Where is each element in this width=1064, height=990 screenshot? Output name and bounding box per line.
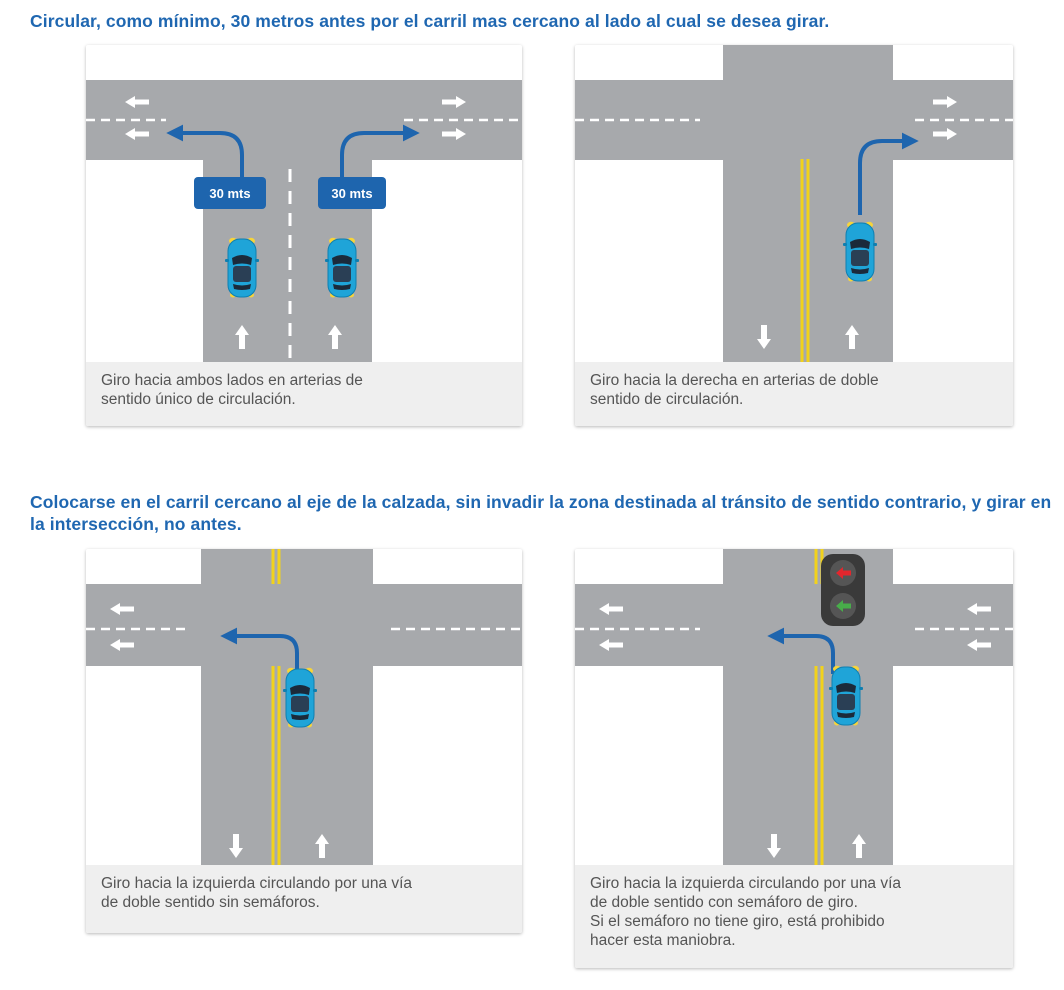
diagram-panel-one-way: 30 mts 30 mts Giro hacia ambos lados en …	[86, 45, 522, 426]
intersection-one-way-diagram: 30 mts 30 mts	[86, 80, 522, 362]
caption: Giro hacia la izquierda circulando por u…	[86, 865, 522, 933]
heading-left-turn-rule: Colocarse en el carril cercano al eje de…	[30, 492, 1052, 534]
caption: Giro hacia la derecha en arterias de dob…	[575, 362, 1013, 426]
caption: Giro hacia la izquierda circulando por u…	[575, 865, 1013, 968]
turn-arrow-icon	[858, 132, 919, 215]
distance-label-left	[194, 177, 266, 209]
traffic-light-icon	[821, 554, 865, 626]
intersection-right-turn-diagram	[575, 45, 1013, 362]
diagram-panel-right-turn: Giro hacia la derecha en arterias de dob…	[575, 45, 1013, 426]
car-icon	[828, 665, 864, 726]
diagram-panel-left-turn-no-light: Giro hacia la izquierda circulando por u…	[86, 549, 522, 933]
car-icon	[842, 221, 878, 282]
heading-one-way-rule: Circular, como mínimo, 30 metros antes p…	[30, 11, 830, 31]
turn-arrow-icon	[340, 124, 420, 185]
turn-arrow-icon	[166, 124, 244, 185]
intersection-left-turn-light-diagram	[575, 549, 1013, 865]
car-icon	[224, 237, 260, 298]
car-icon	[282, 667, 318, 728]
turn-arrow-icon	[220, 627, 299, 669]
car-icon	[324, 237, 360, 298]
turn-arrow-icon	[767, 627, 835, 674]
distance-label-right	[318, 177, 386, 209]
svg-text:30 mts: 30 mts	[331, 186, 372, 201]
svg-text:30 mts: 30 mts	[209, 186, 250, 201]
caption: Giro hacia ambos lados en arterias de se…	[86, 362, 522, 426]
intersection-left-turn-diagram	[86, 549, 522, 865]
diagram-panel-left-turn-with-light: Giro hacia la izquierda circulando por u…	[575, 549, 1013, 968]
